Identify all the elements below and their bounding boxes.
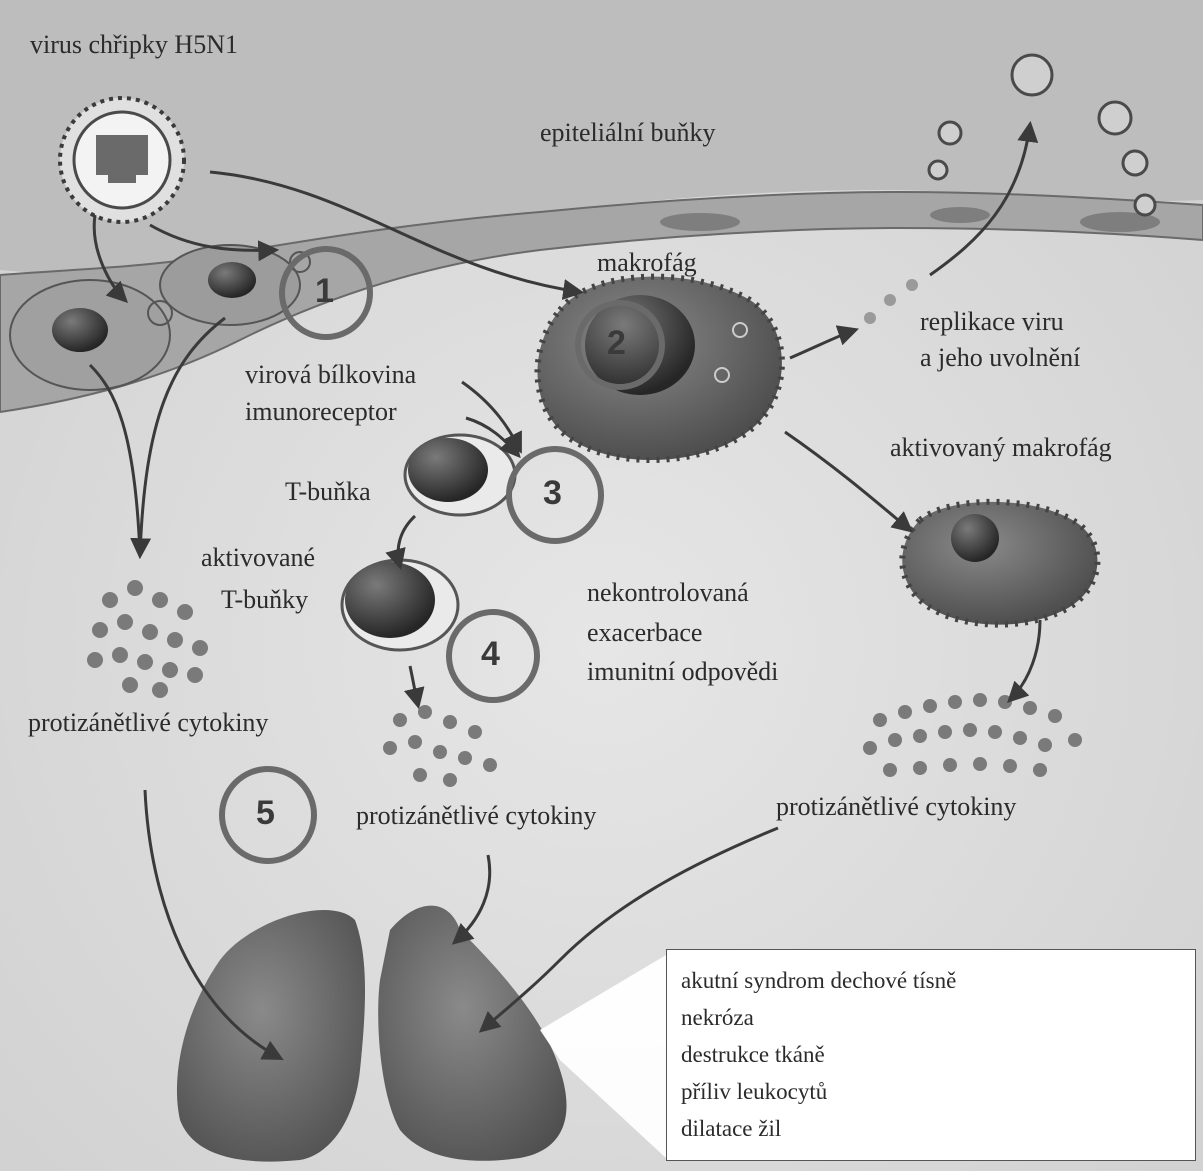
uncontrolled-label-3: imunitní odpovědi (587, 657, 778, 687)
cytokines-left-label: protizánětlivé cytokiny (28, 708, 268, 738)
effect-item: příliv leukocytů (681, 1073, 1181, 1110)
t-cell (405, 435, 515, 515)
step-5: 5 (256, 794, 275, 833)
step-2: 2 (607, 324, 626, 363)
immunoreceptor-label: imunoreceptor (245, 397, 397, 427)
step-4: 4 (481, 635, 500, 674)
epithelial-label: epiteliální buňky (540, 118, 715, 148)
activated-macrophage (902, 502, 1097, 625)
cytokines-right-label: protizánětlivé cytokiny (776, 792, 1016, 822)
activated-t-cell (342, 560, 458, 650)
viral-protein-label: virová bílkovina (245, 360, 416, 390)
effect-item: destrukce tkáně (681, 1036, 1181, 1073)
activated-t-label-2: T-buňky (221, 585, 308, 615)
activated-macrophage-label: aktivovaný makrofág (890, 433, 1112, 463)
effects-box: akutní syndrom dechové tísně nekróza des… (666, 949, 1196, 1161)
virus-label: virus chřipky H5N1 (30, 30, 238, 60)
macrophage (538, 277, 782, 460)
step-3: 3 (543, 474, 562, 513)
uncontrolled-label-2: exacerbace (587, 618, 702, 648)
effect-item: nekróza (681, 999, 1181, 1036)
activated-t-label-1: aktivované (201, 543, 315, 573)
cytokines-center-label: protizánětlivé cytokiny (356, 801, 596, 831)
replication-label-1: replikace viru (920, 307, 1064, 337)
replication-label-2: a jeho uvolnění (920, 343, 1080, 373)
uncontrolled-label-1: nekontrolovaná (587, 578, 749, 608)
effect-item: akutní syndrom dechové tísně (681, 962, 1181, 999)
virus-particle (60, 98, 184, 222)
t-cell-label: T-buňka (285, 477, 371, 507)
effect-item: dilatace žil (681, 1110, 1181, 1147)
step-1: 1 (315, 272, 334, 311)
macrophage-label: makrofág (597, 248, 697, 278)
